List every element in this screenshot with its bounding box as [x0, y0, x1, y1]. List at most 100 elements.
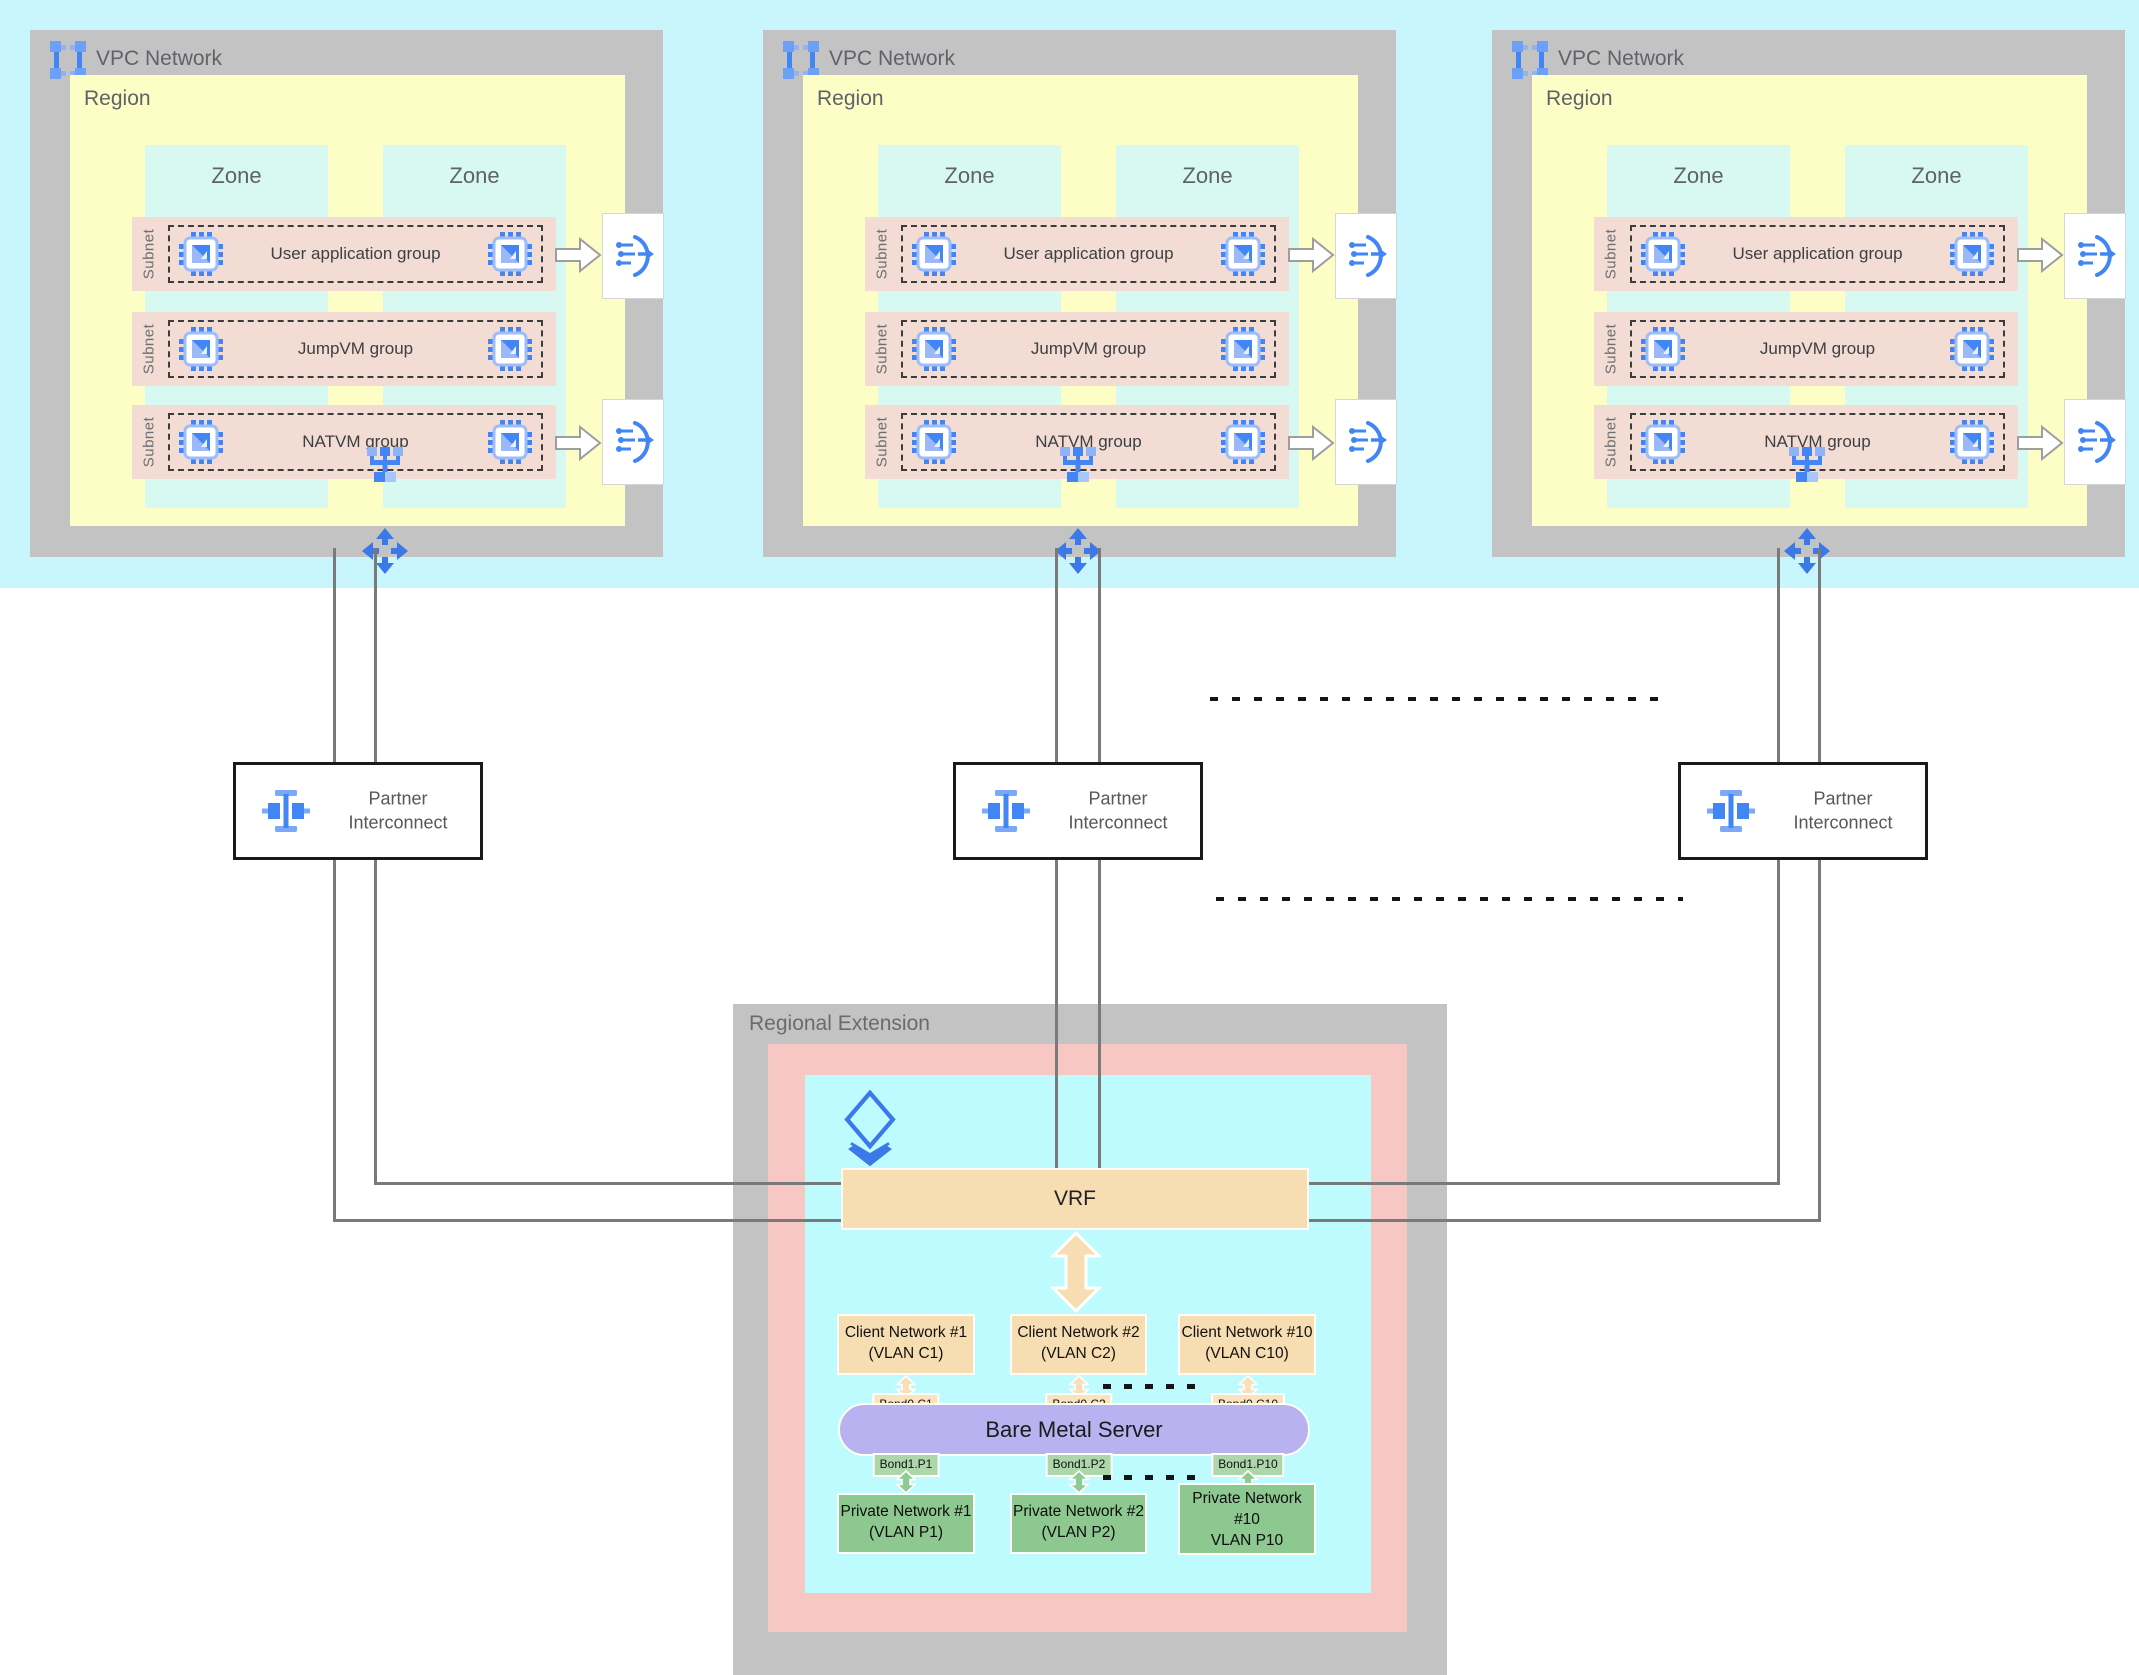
client-network-box: Client Network #1 (VLAN C1) [837, 1314, 975, 1375]
private-network-name: Private Network #1 [840, 1503, 972, 1520]
vm-instance-icon [912, 420, 956, 464]
instance-group-outline: NATVM group [1630, 413, 2005, 471]
bare-metal-server: Bare Metal Server [838, 1403, 1310, 1456]
connector-line [333, 1219, 841, 1222]
connector-line [1309, 1182, 1780, 1185]
vm-instance-icon [1641, 327, 1685, 371]
instance-group-label: User application group [1003, 244, 1174, 263]
connector-line [1309, 1219, 1821, 1222]
instance-group-outline: User application group [168, 225, 543, 283]
label-line: Partner [368, 788, 428, 809]
vpc-network-block: VPC Network Region Zone Zone Subnet User… [1492, 30, 2126, 574]
vm-instance-icon [488, 232, 532, 276]
subnet-label: Subnet [1602, 323, 1620, 375]
zone-label: Zone [211, 163, 262, 188]
instance-group-label: User application group [270, 244, 441, 263]
client-network-vlan: (VLAN C10) [1205, 1344, 1289, 1362]
ellipsis-separator [1103, 1384, 1196, 1389]
vpc-network-title: VPC Network [96, 47, 223, 70]
connector-line [1818, 860, 1821, 1222]
subnet-row: Subnet JumpVM group [1594, 312, 2018, 386]
instance-group-label: JumpVM group [1030, 339, 1147, 358]
zone-label: Zone [1673, 163, 1724, 188]
connector-line [333, 548, 336, 762]
egress-arrow [2017, 238, 2063, 272]
private-network-vlan: VLAN P10 [1210, 1531, 1284, 1549]
connector-line [1818, 548, 1821, 762]
bond-double-arrow [1069, 1470, 1089, 1494]
connector-line [1098, 548, 1101, 762]
client-network-vlan: (VLAN C2) [1041, 1344, 1116, 1362]
vm-instance-icon [179, 232, 223, 276]
partner-interconnect-box: Partner Interconnect [953, 762, 1203, 860]
client-network-box: Client Network #10 (VLAN C10) [1178, 1314, 1316, 1375]
partner-interconnect-box: Partner Interconnect [1678, 762, 1928, 860]
load-balancer-box [1335, 399, 1397, 485]
vpc-network-title: VPC Network [829, 47, 956, 70]
load-balancer-icon [1347, 235, 1389, 277]
private-network-box: Private Network #1 (VLAN P1) [837, 1493, 975, 1554]
instance-group-outline: JumpVM group [901, 320, 1276, 378]
private-network-name: Private Network #2 [1013, 1503, 1144, 1520]
label-line: Interconnect [1793, 813, 1893, 833]
client-network-name: Client Network #10 [1181, 1324, 1313, 1341]
vpc-network-icon [1512, 41, 1548, 79]
vm-instance-icon [1950, 420, 1994, 464]
vm-instance-icon [179, 327, 223, 371]
load-balancer-box [1335, 213, 1397, 299]
connector-line [1777, 860, 1780, 1185]
vm-instance-icon [1221, 420, 1265, 464]
vm-instance-icon [1950, 232, 1994, 276]
private-network-box: Private Network #2 (VLAN P2) [1010, 1493, 1147, 1554]
label-line: Interconnect [1068, 813, 1168, 833]
zone-label: Zone [1911, 163, 1962, 188]
cloud-router-icon [362, 528, 408, 574]
instance-group-label: NATVM group [1035, 432, 1142, 451]
vm-instance-icon [1221, 232, 1265, 276]
vm-instance-icon [488, 420, 532, 464]
connector-line [1777, 548, 1780, 762]
label-line: Partner [1088, 788, 1148, 809]
ellipsis-separator [1216, 897, 1683, 901]
region-title: Region [84, 87, 151, 110]
subnet-row: Subnet NATVM group [132, 405, 556, 479]
zone-label: Zone [944, 163, 995, 188]
private-network-name: Private Network #10 [1192, 1490, 1302, 1528]
client-network-name: Client Network #2 [1017, 1324, 1140, 1341]
subnet-label: Subnet [1602, 228, 1620, 280]
vpc-network-block: VPC Network Region Zone Zone Subnet User… [763, 30, 1397, 574]
vm-instance-icon [488, 327, 532, 371]
load-balancer-box [2064, 399, 2126, 485]
egress-arrow [2017, 426, 2063, 460]
load-balancer-box [2064, 213, 2126, 299]
client-network-vlan: (VLAN C1) [868, 1344, 944, 1362]
private-network-vlan: (VLAN P2) [1041, 1523, 1116, 1541]
subnet-label: Subnet [873, 323, 891, 375]
zone-label: Zone [449, 163, 500, 188]
instance-group-outline: User application group [901, 225, 1276, 283]
subnet-row: Subnet JumpVM group [132, 312, 556, 386]
connector-line [1055, 548, 1058, 762]
ellipsis-separator [1210, 697, 1672, 701]
partner-interconnect-icon [1707, 790, 1755, 832]
connector-line [374, 1182, 841, 1185]
egress-arrow [555, 426, 601, 460]
load-balancer-box [602, 213, 664, 299]
interconnect-attachment-icon [838, 1090, 902, 1170]
vrf-server-double-arrow [1051, 1231, 1101, 1313]
instance-group-label: NATVM group [1764, 432, 1871, 451]
load-balancer-icon [1347, 421, 1389, 463]
vpc-network-icon [50, 41, 86, 79]
vm-instance-icon [1641, 232, 1685, 276]
vpc-network-title: VPC Network [1558, 47, 1685, 70]
egress-arrow [1288, 238, 1334, 272]
vm-instance-icon [1641, 420, 1685, 464]
vm-instance-icon [1221, 327, 1265, 371]
subnet-row: Subnet User application group [132, 217, 556, 291]
subnet-row: Subnet NATVM group [1594, 405, 2018, 479]
partner-interconnect-icon [262, 790, 310, 832]
vpc-network-block: VPC Network Region Zone Zone Subnet User… [30, 30, 664, 574]
regional-extension-title: Regional Extension [749, 1012, 930, 1035]
vrf-box: VRF [841, 1168, 1309, 1230]
